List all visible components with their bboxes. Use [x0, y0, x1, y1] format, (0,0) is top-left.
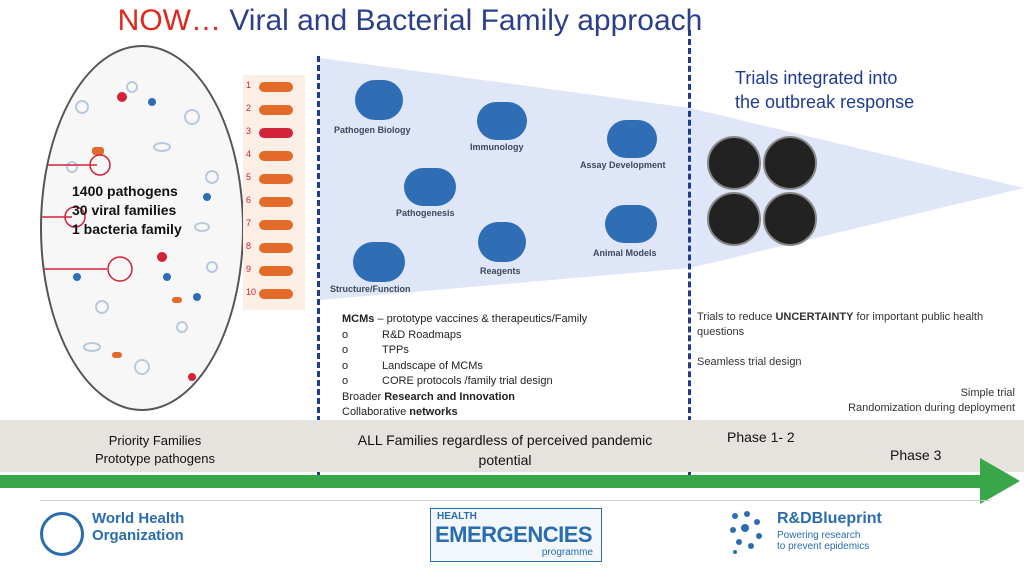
family-number-list: 1 2 3 4 5 6 7 8 9 10 [243, 75, 305, 310]
key-lock-icon [353, 242, 405, 282]
family-row: 4 [243, 146, 305, 168]
pathogen-scatter-graphic [42, 81, 219, 381]
iv-bag-icon [763, 192, 817, 246]
family-row: 9 [243, 261, 305, 283]
family-row: 10 [243, 284, 305, 306]
family-row: 7 [243, 215, 305, 237]
divider-right [688, 30, 691, 476]
research-area-assay-development: Assay Development [580, 160, 666, 170]
family-pathogen-icon [259, 220, 293, 230]
family-pathogen-icon [259, 243, 293, 253]
plate-icon [607, 120, 657, 158]
rd-blueprint-dots-icon [725, 508, 769, 556]
mask-icon [763, 136, 817, 190]
mcm-block: MCMs – prototype vaccines & therapeutics… [342, 312, 587, 421]
who-logo-text: World Health Organization [92, 510, 185, 544]
family-row: 2 [243, 100, 305, 122]
rd-blueprint-title: R&DBlueprint [777, 510, 882, 527]
microscope-icon [355, 80, 403, 120]
family-pathogen-icon [259, 128, 293, 138]
broader-research-line: Broader Research and Innovation [342, 390, 516, 403]
antibodies-icon [707, 192, 761, 246]
randomization-text: Randomization during deployment [848, 402, 1015, 414]
trials-heading: Trials integrated into the outbreak resp… [735, 66, 914, 114]
research-area-pathogen-biology: Pathogen Biology [334, 125, 411, 135]
who-emblem-icon [40, 512, 84, 556]
bacteria-family-count: 1 bacteria family [72, 221, 182, 237]
research-area-animal-models: Animal Models [593, 248, 657, 258]
pathogen-oval [40, 45, 244, 411]
collaborative-networks-line: Collaborative networks [342, 406, 458, 418]
trials-heading-line2: the outbreak response [735, 92, 915, 112]
seamless-trial-text: Seamless trial design [697, 356, 802, 368]
phase-1-2-label: Phase 1- 2 [727, 429, 795, 445]
footer-divider [40, 500, 990, 501]
all-families-label: ALL Families regardless of perceived pan… [357, 432, 653, 468]
antibody-icon [477, 102, 527, 140]
family-pathogen-icon [259, 266, 293, 276]
family-row: 6 [243, 192, 305, 214]
title-now: NOW… [117, 4, 221, 37]
family-pathogen-icon [259, 174, 293, 184]
phase-band [0, 420, 1024, 472]
mouse-icon [605, 205, 657, 243]
health-emergencies-logo: HEALTH EMERGENCIES programme [430, 508, 602, 562]
timeline-arrow [0, 458, 1020, 504]
family-pathogen-icon [259, 197, 293, 207]
family-pathogen-icon [259, 105, 293, 115]
trials-uncertainty-text: Trials to reduce UNCERTAINTY for importa… [697, 311, 984, 338]
research-area-immunology: Immunology [470, 142, 524, 152]
mcm-heading: MCMs – prototype vaccines & therapeutics… [342, 313, 588, 325]
priority-families-label: Priority Families Prototype pathogens [95, 433, 215, 466]
family-pathogen-icon [259, 82, 293, 92]
family-row: 1 [243, 77, 305, 99]
test-tube-icon [478, 222, 526, 262]
title-rest: Viral and Bacterial Family approach [220, 4, 703, 37]
viral-family-count: 30 viral families [72, 202, 177, 218]
research-area-reagents: Reagents [480, 266, 521, 276]
vaccine-syringe-icon [707, 136, 761, 190]
lungs-icon [404, 168, 456, 206]
phase-3-label: Phase 3 [890, 447, 942, 463]
pathogen-summary: 1400 pathogens 30 viral families 1 bacte… [72, 182, 182, 239]
rd-blueprint-tagline: Powering research to prevent epidemics [777, 530, 870, 552]
family-row: 8 [243, 238, 305, 260]
research-area-structure-function: Structure/Function [330, 284, 411, 294]
family-pathogen-icon [259, 151, 293, 161]
family-row: 5 [243, 169, 305, 191]
family-pathogen-icon [259, 289, 293, 299]
simple-trial-text: Simple trial [960, 387, 1015, 399]
slide-title: NOW… Viral and Bacterial Family approach [0, 4, 820, 38]
pathogen-count: 1400 pathogens [72, 183, 178, 199]
family-row: 3 [243, 123, 305, 145]
trials-heading-line1: Trials integrated into [735, 68, 898, 88]
divider-left [317, 56, 320, 476]
research-area-pathogenesis: Pathogenesis [396, 208, 455, 218]
